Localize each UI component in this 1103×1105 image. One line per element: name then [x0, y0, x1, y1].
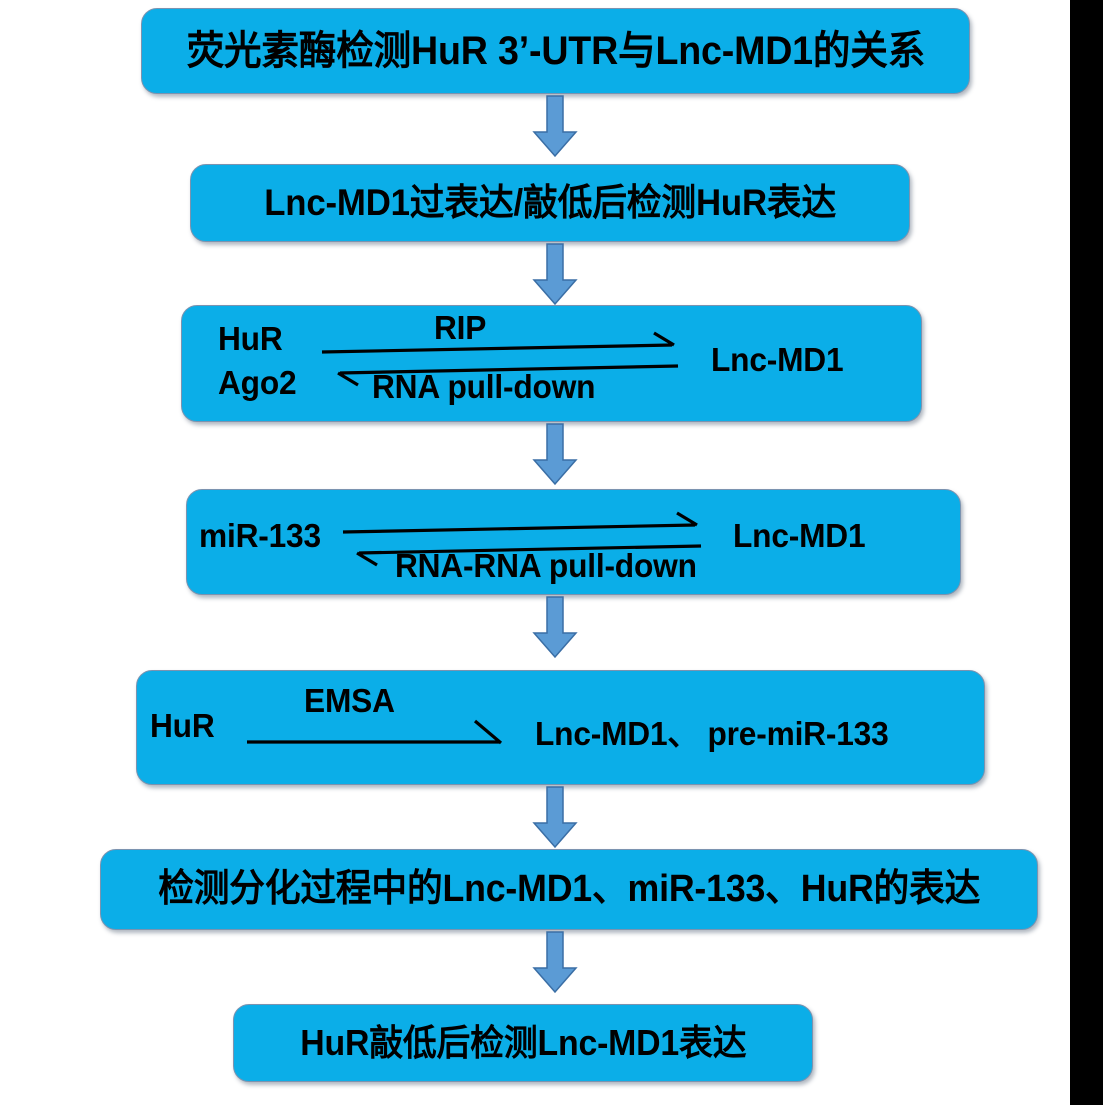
right-edge-strip [1070, 0, 1103, 1105]
flow-box-step-6-label: 检测分化过程中的Lnc-MD1、miR-133、HuR的表达 [158, 867, 980, 910]
reaction-step-4-reactant-top: miR-133 [199, 517, 321, 554]
reaction-step-3-double-arrow [321, 331, 679, 387]
reaction-step-3-forward-label: RIP [434, 309, 487, 346]
reaction-step-3-reverse-label: RNA pull-down [372, 368, 596, 405]
reaction-step-4-product: Lnc-MD1 [733, 517, 866, 554]
down-arrow-icon [532, 786, 578, 849]
connector-step-4-to-step-5 [524, 596, 586, 659]
connector-step-2-to-step-3 [524, 243, 586, 306]
reaction-step-5-forward-label: EMSA [304, 682, 395, 719]
reaction-step-5-product: Lnc-MD1、 pre-miR-133 [535, 715, 889, 752]
flow-box-step-1[interactable]: 荧光素酶检测HuR 3’-UTR与Lnc-MD1的关系 [141, 8, 970, 94]
reaction-step-4: miR-133 RNA-RNA pull-down Lnc-MD1 [187, 490, 960, 594]
connector-step-5-to-step-6 [524, 786, 586, 849]
connector-step-3-to-step-4 [524, 423, 586, 486]
reaction-step-4-reverse-label: RNA-RNA pull-down [395, 547, 697, 584]
down-arrow-icon [532, 95, 578, 158]
flow-box-step-2[interactable]: Lnc-MD1过表达/敲低后检测HuR表达 [190, 164, 910, 242]
reaction-step-4-double-arrow [342, 511, 702, 567]
down-arrow-icon [532, 423, 578, 486]
down-arrow-icon [532, 596, 578, 659]
flow-box-step-1-label: 荧光素酶检测HuR 3’-UTR与Lnc-MD1的关系 [186, 29, 925, 73]
reaction-step-5-arrow [247, 719, 503, 745]
connector-step-1-to-step-2 [524, 95, 586, 158]
flow-box-step-7[interactable]: HuR敲低后检测Lnc-MD1表达 [233, 1004, 813, 1082]
flow-box-step-7-label: HuR敲低后检测Lnc-MD1表达 [299, 1022, 747, 1064]
reaction-step-3-reactant-bottom: Ago2 [218, 364, 297, 401]
down-arrow-icon [532, 243, 578, 306]
reaction-step-5-reactant: HuR [150, 707, 215, 744]
connector-step-6-to-step-7 [524, 931, 586, 994]
flow-box-step-3[interactable]: HuR Ago2 RIP RNA pull-down Lnc-MD1 [181, 305, 922, 422]
down-arrow-icon [532, 931, 578, 994]
reaction-step-3-reactant-top: HuR [218, 320, 283, 357]
reaction-step-3-product: Lnc-MD1 [711, 341, 844, 378]
flow-box-step-4[interactable]: miR-133 RNA-RNA pull-down Lnc-MD1 [186, 489, 961, 595]
flow-box-step-6[interactable]: 检测分化过程中的Lnc-MD1、miR-133、HuR的表达 [100, 849, 1038, 930]
reaction-step-5: HuR EMSA Lnc-MD1、 pre-miR-133 [137, 671, 984, 784]
flow-box-step-2-label: Lnc-MD1过表达/敲低后检测HuR表达 [264, 181, 836, 223]
reaction-step-3: HuR Ago2 RIP RNA pull-down Lnc-MD1 [182, 306, 921, 421]
flow-box-step-5[interactable]: HuR EMSA Lnc-MD1、 pre-miR-133 [136, 670, 985, 785]
